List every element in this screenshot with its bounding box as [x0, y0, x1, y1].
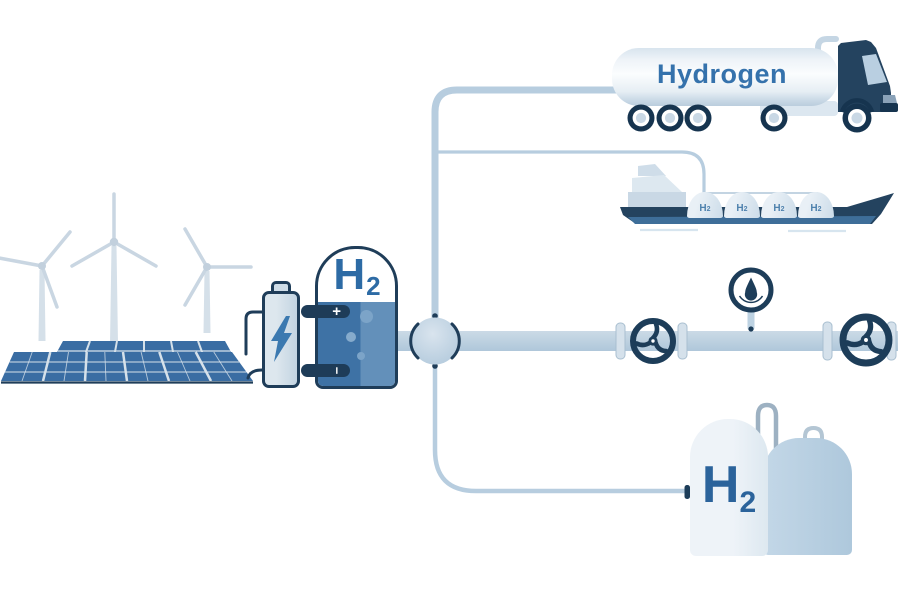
storage-label-main: H: [701, 456, 740, 514]
pipeline-pipe: [396, 331, 898, 351]
h2-label-sub: 2: [366, 271, 381, 301]
bubble-icon: [346, 332, 356, 342]
truck-tank-label: Hydrogen: [612, 59, 832, 90]
cargo-ship-icon: H2 H2 H2 H2: [610, 152, 900, 236]
wind-turbine-icon: [0, 230, 72, 341]
storage-inlet-fitting: [684, 485, 690, 499]
electrolyzer-h2-label: H2: [318, 251, 395, 304]
minus-mark: −: [329, 366, 345, 375]
wind-turbine-icon: [183, 227, 253, 333]
positive-terminal: +: [301, 303, 350, 320]
dome-label-sub: 2: [817, 206, 822, 213]
lightning-icon: [271, 316, 292, 362]
storage-h2-label: H2: [690, 455, 768, 519]
truck-front-step: [883, 95, 897, 103]
truck-window: [862, 54, 887, 85]
storage-label-sub: 2: [739, 486, 757, 519]
pipe-to-truck: [431, 86, 620, 334]
wind-turbine-icon: [70, 192, 158, 344]
dome-label-sub: 2: [706, 206, 711, 213]
storage-tank-front: H2: [690, 419, 768, 556]
battery-icon: [262, 291, 300, 388]
distribution-pipes: [431, 86, 706, 494]
truck-bumper: [880, 103, 898, 112]
dome-label-main: H: [810, 203, 818, 214]
ship-superstructure: [628, 164, 686, 208]
solar-panel-array-icon: [1, 340, 253, 384]
pressure-gauge-icon: [728, 267, 774, 332]
dome-label-main: H: [736, 203, 744, 214]
hydrogen-text: Hydrogen: [656, 59, 787, 89]
hydrogen-truck-icon: Hydrogen: [600, 15, 900, 140]
valve-wheel-icon: [839, 313, 893, 367]
pipe-to-ship: [435, 150, 706, 210]
negative-terminal: −: [301, 364, 350, 377]
plus-mark: +: [332, 303, 341, 320]
dome-label-main: H: [773, 203, 781, 214]
truck-cab: [838, 40, 891, 112]
bubble-icon: [360, 310, 373, 323]
dome-label-main: H: [699, 203, 707, 214]
storage-tank-back: [763, 438, 852, 555]
dome-label-sub: 2: [743, 206, 748, 213]
junction-sphere-icon: [409, 317, 461, 365]
dome-label-sub: 2: [780, 206, 785, 213]
h2-label-main: H: [333, 250, 366, 299]
ship-hull-stripe: [628, 216, 876, 224]
ship-h2-dome: H2: [761, 192, 797, 218]
truck-wheels: [627, 103, 872, 133]
tank-vent-pipes: [755, 402, 824, 460]
pipe-to-storage: [432, 349, 689, 494]
truck-rear-pipe: [815, 36, 839, 109]
valve-wheel-icon: [630, 318, 676, 364]
power-wires: [244, 310, 264, 380]
water-line: [640, 228, 846, 233]
truck-tank: [612, 48, 838, 106]
pipe-joint-dot: [432, 363, 438, 369]
pipe-joint-dot: [432, 313, 438, 319]
truck-mudguard: [839, 98, 875, 113]
bubble-icon: [357, 352, 365, 360]
